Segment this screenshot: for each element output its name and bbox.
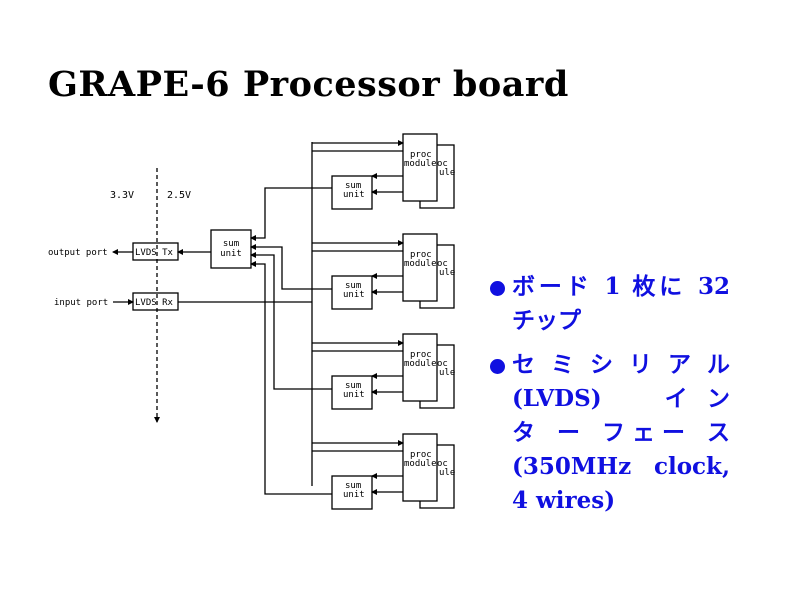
- proc-module-back-label: ule: [439, 468, 455, 478]
- bullet-line: 4 wires): [512, 487, 616, 514]
- proc-module-label: proc: [410, 350, 432, 360]
- bullet-line: (350MHz clock,: [512, 453, 730, 480]
- proc-module-label: module: [404, 359, 437, 369]
- proc-module-back-label: oc: [437, 259, 448, 269]
- sum-unit-label: sum: [345, 281, 361, 291]
- proc-module-label: proc: [410, 450, 432, 460]
- sum-unit-label: sum: [345, 481, 361, 491]
- proc-module-back-label: oc: [437, 359, 448, 369]
- voltage-2-5v-label: 2.5V: [167, 190, 191, 201]
- bullet-dot-icon: [490, 359, 505, 374]
- proc-module-back-label: ule: [439, 168, 455, 178]
- group3-return-wire: [250, 252, 332, 390]
- center-sum-unit-label-1: sum: [223, 239, 239, 249]
- proc-module-label: module: [404, 159, 437, 169]
- bullet-dot-icon: [490, 281, 505, 296]
- proc-module-label: proc: [410, 150, 432, 160]
- bullet-line: タ ー フェー ス: [512, 419, 730, 446]
- sum-unit-label: sum: [345, 381, 361, 391]
- sum-unit-label: unit: [343, 290, 365, 300]
- group1-return-wire: [250, 187, 332, 241]
- proc-module-back-label: oc: [437, 159, 448, 169]
- group4-return-wire: [250, 261, 332, 495]
- proc-module-box-4: [402, 433, 438, 502]
- input-port-label: input port: [54, 298, 108, 308]
- lvds-tx-label: LVDS Tx: [135, 248, 174, 258]
- sum-unit-label: unit: [343, 390, 365, 400]
- slide-title: GRAPE-6 Processor board: [48, 64, 569, 105]
- sum-unit-box-2: [331, 275, 373, 310]
- proc-module-back-label: ule: [439, 268, 455, 278]
- sum-unit-box-4: [331, 475, 373, 510]
- group2-return-wire: [250, 244, 332, 290]
- proc-module-box-2: [402, 233, 438, 302]
- proc-module-box-1: [402, 133, 438, 202]
- bullet-line: (LVDS) イ ン: [512, 385, 730, 412]
- center-sum-unit-label-2: unit: [220, 249, 242, 259]
- bullet-line: セ ミ シ リ ア ル: [512, 351, 730, 378]
- bullet-item-interface: セ ミ シ リ ア ル (LVDS) イ ン タ ー フェー ス (350MHz…: [490, 348, 730, 518]
- bullet-line: ボード 1 枚に 32: [512, 273, 730, 300]
- bullet-list: ボード 1 枚に 32 チップ セ ミ シ リ ア ル (LVDS) イ ン タ…: [490, 270, 730, 528]
- proc-module-back-label: oc: [437, 459, 448, 469]
- proc-module-box-3: [402, 333, 438, 402]
- bullet-line: チップ: [512, 307, 581, 334]
- sum-unit-label: sum: [345, 181, 361, 191]
- voltage-3-3v-label: 3.3V: [110, 190, 134, 201]
- proc-module-label: proc: [410, 250, 432, 260]
- proc-module-label: module: [404, 459, 437, 469]
- bullet-item-chips: ボード 1 枚に 32 チップ: [490, 270, 730, 338]
- sum-unit-box-1: [331, 175, 373, 210]
- output-port-label: output port: [48, 248, 108, 258]
- lvds-rx-label: LVDS Rx: [135, 298, 174, 308]
- proc-module-back-label: ule: [439, 368, 455, 378]
- sum-unit-box-3: [331, 375, 373, 410]
- proc-module-label: module: [404, 259, 437, 269]
- sum-unit-label: unit: [343, 490, 365, 500]
- sum-unit-label: unit: [343, 190, 365, 200]
